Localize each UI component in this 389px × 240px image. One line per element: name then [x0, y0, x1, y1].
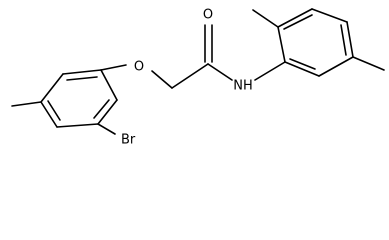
bond	[62, 69, 102, 75]
carbonyl-oxygen-label: O	[203, 8, 213, 23]
ether-oxygen-label: O	[134, 60, 144, 75]
bromine-label: Br	[121, 133, 136, 148]
bond	[277, 26, 286, 63]
bond	[97, 99, 118, 125]
double-bond-inner	[47, 100, 61, 121]
bromine-bond	[97, 123, 116, 135]
double-bond-inner	[340, 24, 347, 56]
bond	[56, 123, 99, 128]
bond	[40, 73, 64, 103]
double-bond-inner	[283, 14, 313, 30]
bond	[40, 101, 58, 128]
bond	[318, 56, 354, 77]
carbonyl-nitrogen-bond	[207, 63, 233, 81]
bond	[277, 8, 313, 28]
amide-nitrogen-label: NH	[233, 79, 253, 94]
dimethylphenyl-ring	[277, 8, 354, 77]
chemical-structure-diagram: O O NH Br	[11, 8, 385, 148]
ch2-carbonyl-bond	[171, 63, 209, 89]
bond	[284, 61, 320, 77]
aryl-oxygen-bond	[100, 64, 127, 71]
bromomethylphenyl-ring	[40, 69, 118, 128]
methyl-bond-meta	[352, 56, 385, 71]
bond	[346, 21, 354, 58]
double-bond-inner	[289, 58, 316, 70]
methyl-bond-left	[11, 101, 42, 107]
methyl-bond-ortho	[252, 9, 279, 28]
bond	[311, 8, 348, 23]
double-bond-inner	[93, 99, 110, 119]
bond	[100, 69, 118, 101]
double-bond-inner	[66, 76, 98, 81]
nitrogen-aryl-bond	[254, 61, 286, 81]
oxygen-ch2-bond	[151, 70, 173, 89]
